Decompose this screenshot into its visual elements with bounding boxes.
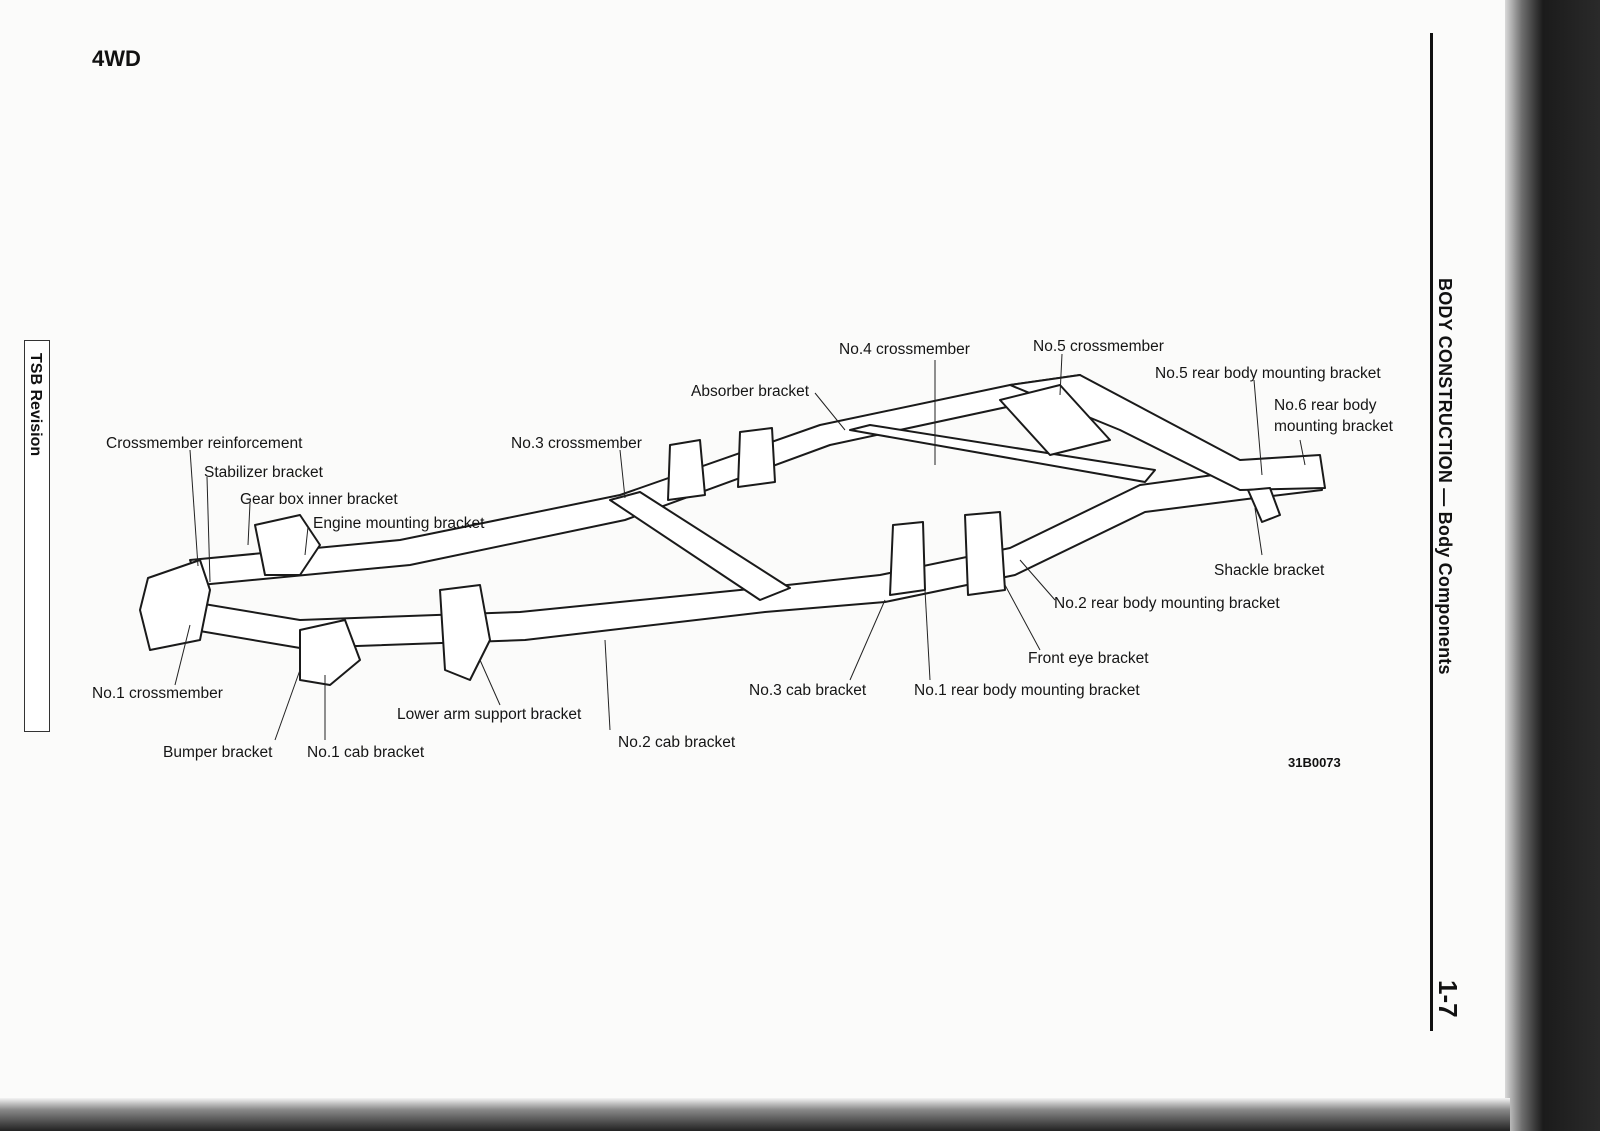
page-number: 1-7: [1433, 980, 1463, 1018]
label-bumper-bracket: Bumper bracket: [163, 744, 273, 761]
label-no1-rear-body-mounting-bracket: No.1 rear body mounting bracket: [914, 682, 1140, 699]
label-no2-cab-bracket: No.2 cab bracket: [618, 734, 736, 751]
drive-type-heading: 4WD: [92, 46, 141, 71]
rear-tower-1: [889, 521, 926, 596]
label-no6-rear-body-line1: No.6 rear body: [1274, 397, 1377, 414]
rear-kickup: [1009, 374, 1326, 491]
page-bottom-edge: [0, 1098, 1510, 1131]
no4-crossmember-shape: [849, 424, 1156, 483]
label-no2-rear-body-mounting-bracket: No.2 rear body mounting bracket: [1054, 595, 1280, 612]
label-stabilizer-bracket: Stabilizer bracket: [204, 464, 323, 481]
tsb-revision-label: TSB Revision: [27, 353, 44, 457]
cab-tower-1: [667, 439, 706, 501]
section-rule: [1430, 33, 1433, 1031]
label-no6-rear-body-line2: mounting bracket: [1274, 418, 1393, 435]
cab-tower-2: [737, 427, 776, 488]
label-no5-rear-body-mounting-bracket: No.5 rear body mounting bracket: [1155, 365, 1381, 382]
front-crossmember: [139, 559, 211, 651]
label-lower-arm-support-bracket: Lower arm support bracket: [397, 706, 582, 723]
label-front-eye-bracket: Front eye bracket: [1028, 650, 1149, 667]
engine-mount-right: [299, 619, 361, 686]
no5-crossmember-shape: [999, 384, 1111, 456]
label-no4-crossmember: No.4 crossmember: [839, 341, 970, 358]
label-gear-box-inner-bracket: Gear box inner bracket: [240, 491, 398, 508]
label-no3-cab-bracket: No.3 cab bracket: [749, 682, 867, 699]
label-no3-crossmember: No.3 crossmember: [511, 435, 642, 452]
figure-code: 31B0073: [1288, 755, 1341, 770]
label-no1-crossmember: No.1 crossmember: [92, 685, 223, 702]
tsb-revision-tab: [24, 340, 50, 732]
book-binding-shadow: [1505, 0, 1600, 1131]
label-no1-cab-bracket: No.1 cab bracket: [307, 744, 425, 761]
rear-tower-2: [964, 511, 1006, 596]
no3-crossmember-shape: [609, 491, 791, 601]
label-shackle-bracket: Shackle bracket: [1214, 562, 1325, 579]
left-side-rail: [189, 374, 1101, 586]
label-engine-mounting-bracket: Engine mounting bracket: [313, 515, 485, 532]
shackle-shape: [1247, 487, 1281, 523]
label-no5-crossmember: No.5 crossmember: [1033, 338, 1164, 355]
engine-mount-left: [254, 514, 321, 576]
label-crossmember-reinforcement: Crossmember reinforcement: [106, 435, 303, 452]
section-title: BODY CONSTRUCTION — Body Components: [1435, 278, 1455, 675]
label-absorber-bracket: Absorber bracket: [691, 383, 810, 400]
